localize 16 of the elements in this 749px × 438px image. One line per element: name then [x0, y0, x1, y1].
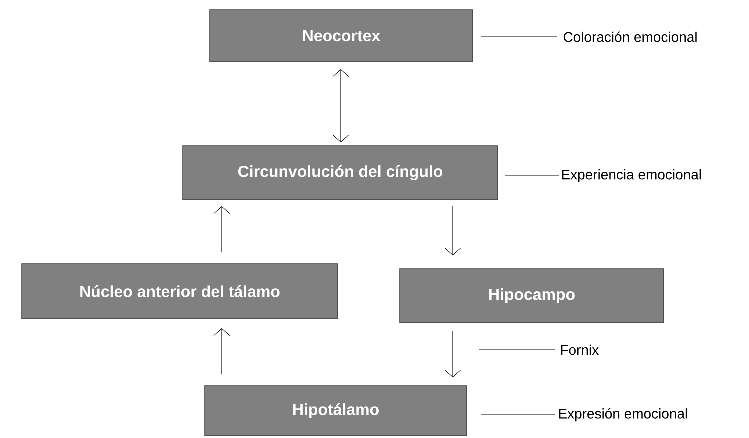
brain-region-box: Circunvolución del cíngulo — [182, 146, 498, 200]
arrow — [332, 69, 350, 143]
brain-region-box: Hipotálamo — [204, 386, 468, 436]
arrow — [444, 206, 462, 256]
brain-region-box: Hipocampo — [400, 268, 664, 324]
annotation-label: Coloración emocional — [564, 32, 697, 42]
leader-line — [481, 414, 556, 416]
annotation-label: Expresión emocional — [559, 408, 688, 422]
arrow — [214, 328, 230, 375]
arrow — [214, 206, 230, 253]
annotation-label: Fornix — [561, 344, 599, 356]
arrow — [444, 331, 462, 378]
brain-region-box: Núcleo anterior del tálamo — [22, 264, 338, 320]
leader-line — [481, 36, 558, 38]
annotation-label: Experiencia emocional — [562, 169, 702, 183]
brain-region-box: Neocortex — [210, 10, 474, 62]
